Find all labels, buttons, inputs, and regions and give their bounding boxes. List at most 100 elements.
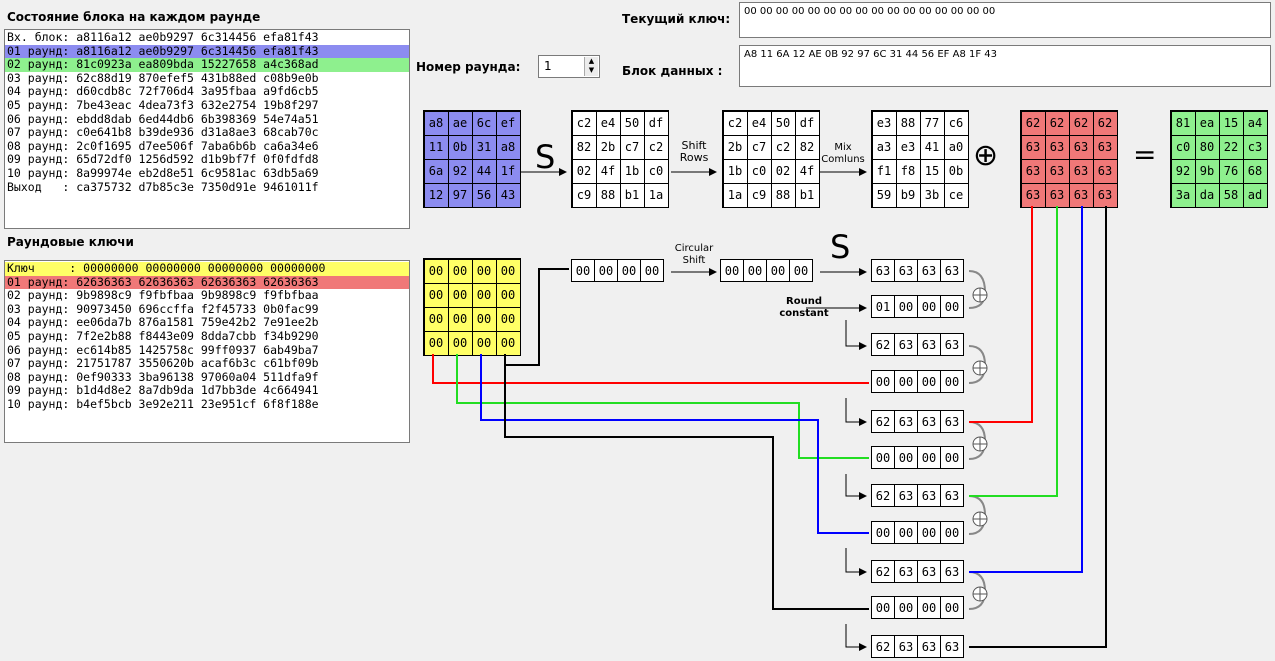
keys-list-row[interactable]: 01 раунд: 62636363 62636363 62636363 626… bbox=[5, 275, 409, 290]
vector-cell: 62 bbox=[871, 333, 895, 356]
state-list-row[interactable]: Вх. блок: a8116a12 ae0b9297 6c314456 efa… bbox=[7, 30, 319, 44]
vector-cell: 00 bbox=[894, 446, 918, 469]
state-list-row[interactable]: 06 раунд: ebdd8dab 6ed44db6 6b398369 54e… bbox=[7, 111, 319, 126]
vector-cell: 62 bbox=[871, 560, 895, 583]
vector-cell: 00 bbox=[940, 521, 964, 544]
vector-cell: 00 bbox=[871, 521, 895, 544]
round-number-spinner[interactable]: 1 ▲▼ bbox=[538, 55, 600, 78]
blue-key-line bbox=[480, 354, 869, 534]
arrow-to-w7 bbox=[845, 624, 867, 651]
keys-listbox[interactable]: Ключ : 00000000 00000000 00000000 000000… bbox=[4, 260, 410, 443]
vector-cell: 63 bbox=[940, 410, 964, 433]
state-list-row[interactable]: 07 раунд: c0e641b8 b39de936 d31a8ae3 68c… bbox=[7, 125, 319, 140]
green-key-line bbox=[456, 354, 869, 459]
matrix-cell: ce bbox=[943, 182, 969, 208]
black-lastcol-line bbox=[505, 268, 569, 366]
vector-cell: 63 bbox=[894, 259, 918, 282]
matrix-cell: ad bbox=[1242, 182, 1268, 208]
vector-cell: 63 bbox=[917, 410, 941, 433]
vector-cell: 63 bbox=[940, 560, 964, 583]
round-number-value: 1 bbox=[544, 59, 552, 73]
vector-cell: 00 bbox=[940, 370, 964, 393]
vector-cell: 63 bbox=[940, 635, 964, 658]
keys-list-row[interactable]: 05 раунд: 7f2e2b88 f8443e09 8dda7cbb f34… bbox=[7, 328, 319, 343]
state-list-row[interactable]: 04 раунд: d60cdb8c 72f706d4 3a95fbaa a9f… bbox=[7, 84, 319, 99]
vector-cell: 00 bbox=[917, 596, 941, 619]
vector-cell: 63 bbox=[871, 259, 895, 282]
matrix-cell: 1a bbox=[643, 182, 669, 208]
matrix-cell: 00 bbox=[495, 330, 521, 356]
vector-cell: 00 bbox=[766, 259, 790, 282]
vector-cell: 62 bbox=[871, 484, 895, 507]
current-key-label: Текущий ключ: bbox=[622, 12, 731, 26]
state-list-row[interactable]: 09 раунд: 65d72df0 1256d592 d1b9bf7f 0f0… bbox=[7, 152, 319, 167]
red-output-line bbox=[969, 206, 1033, 423]
vector-cell: 00 bbox=[940, 446, 964, 469]
current-key-input[interactable]: 00 00 00 00 00 00 00 00 00 00 00 00 00 0… bbox=[739, 2, 1271, 38]
vector-cell: 00 bbox=[594, 259, 618, 282]
vector-cell: 00 bbox=[894, 295, 918, 318]
black-key-line bbox=[504, 354, 869, 610]
vector-cell: 00 bbox=[789, 259, 813, 282]
arrow-to-w4 bbox=[845, 320, 867, 350]
data-block-input[interactable]: A8 11 6A 12 AE 0B 92 97 6C 31 44 56 EF A… bbox=[739, 45, 1271, 87]
vector-cell: 63 bbox=[894, 560, 918, 583]
circular-shift-label: Circular Shift bbox=[674, 243, 714, 266]
keys-list-row[interactable]: 02 раунд: 9b9898c9 f9fbfbaa 9b9898c9 f9f… bbox=[7, 288, 319, 303]
vector-cell: 00 bbox=[720, 259, 744, 282]
arrow-to-w5 bbox=[845, 474, 867, 500]
state-list-row[interactable]: 10 раунд: 8a99974e eb2d8e51 6c9581ac 63d… bbox=[7, 165, 319, 180]
state-list-row[interactable]: 05 раунд: 7be43eac 4dea73f3 632e2754 19b… bbox=[7, 97, 319, 112]
vector-cell: 00 bbox=[940, 596, 964, 619]
vector-cell: 63 bbox=[940, 484, 964, 507]
keys-list-row[interactable]: Ключ : 00000000 00000000 00000000 000000… bbox=[5, 261, 409, 276]
keys-section-title: Раундовые ключи bbox=[7, 235, 134, 249]
vector-cell: 63 bbox=[917, 259, 941, 282]
state-list-row[interactable]: 01 раунд: a8116a12 ae0b9297 6c314456 efa… bbox=[5, 44, 409, 59]
vector-cell: 63 bbox=[894, 635, 918, 658]
vector-cell: 00 bbox=[871, 596, 895, 619]
sbox-label: S bbox=[535, 138, 556, 176]
vector-cell: 63 bbox=[940, 259, 964, 282]
state-list-row[interactable]: Выход : ca375732 d7b85c3e 7350d91e 94610… bbox=[7, 179, 319, 194]
sbox-key-label: S bbox=[830, 228, 851, 266]
arrow-to-w6 bbox=[845, 548, 867, 576]
red-key-line bbox=[432, 354, 869, 384]
vector-cell: 00 bbox=[894, 370, 918, 393]
data-block-label: Блок данных : bbox=[622, 64, 723, 78]
vector-cell: 62 bbox=[871, 635, 895, 658]
state-list-row[interactable]: 03 раунд: 62c88d19 870efef5 431b88ed c08… bbox=[7, 70, 319, 85]
mix-columns-label: Mix Comluns bbox=[821, 142, 865, 165]
state-listbox[interactable]: Вх. блок: a8116a12 ae0b9297 6c314456 efa… bbox=[4, 29, 410, 229]
matrix-cell: b1 bbox=[794, 182, 820, 208]
vector-cell: 00 bbox=[917, 370, 941, 393]
keys-list-row[interactable]: 10 раунд: b4ef5bcb 3e92e211 23e951cf 6f8… bbox=[7, 396, 319, 411]
spinner-arrows-icon[interactable]: ▲▼ bbox=[584, 57, 598, 76]
keys-list-row[interactable]: 08 раунд: 0ef90333 3ba96138 97060a04 511… bbox=[7, 369, 319, 384]
vector-cell: 62 bbox=[871, 410, 895, 433]
keys-list-row[interactable]: 03 раунд: 90973450 696ccffa f2f45733 0b0… bbox=[7, 301, 319, 316]
keys-list-row[interactable]: 07 раунд: 21751787 3550620b acaf6b3c c61… bbox=[7, 356, 319, 371]
keys-list-row[interactable]: 09 раунд: b1d4d8e2 8a7db9da 1d7bb3de 4c6… bbox=[7, 383, 319, 398]
state-list-row[interactable]: 08 раунд: 2c0f1695 d7ee506f 7aba6b6b ca6… bbox=[7, 138, 319, 153]
keys-list-row[interactable]: 04 раунд: ee06da7b 876a1581 759e42b2 7e9… bbox=[7, 315, 319, 330]
arrow-to-w5in bbox=[845, 398, 867, 426]
keys-list-row[interactable]: 06 раунд: ec614b85 1425758c 99ff0937 6ab… bbox=[7, 342, 319, 357]
vector-cell: 00 bbox=[871, 446, 895, 469]
round-number-label: Номер раунда: bbox=[416, 60, 521, 74]
matrix-cell: 43 bbox=[495, 182, 521, 208]
state-list-row[interactable]: 02 раунд: 81c0923a ea809bda 15227658 a4c… bbox=[5, 58, 409, 72]
